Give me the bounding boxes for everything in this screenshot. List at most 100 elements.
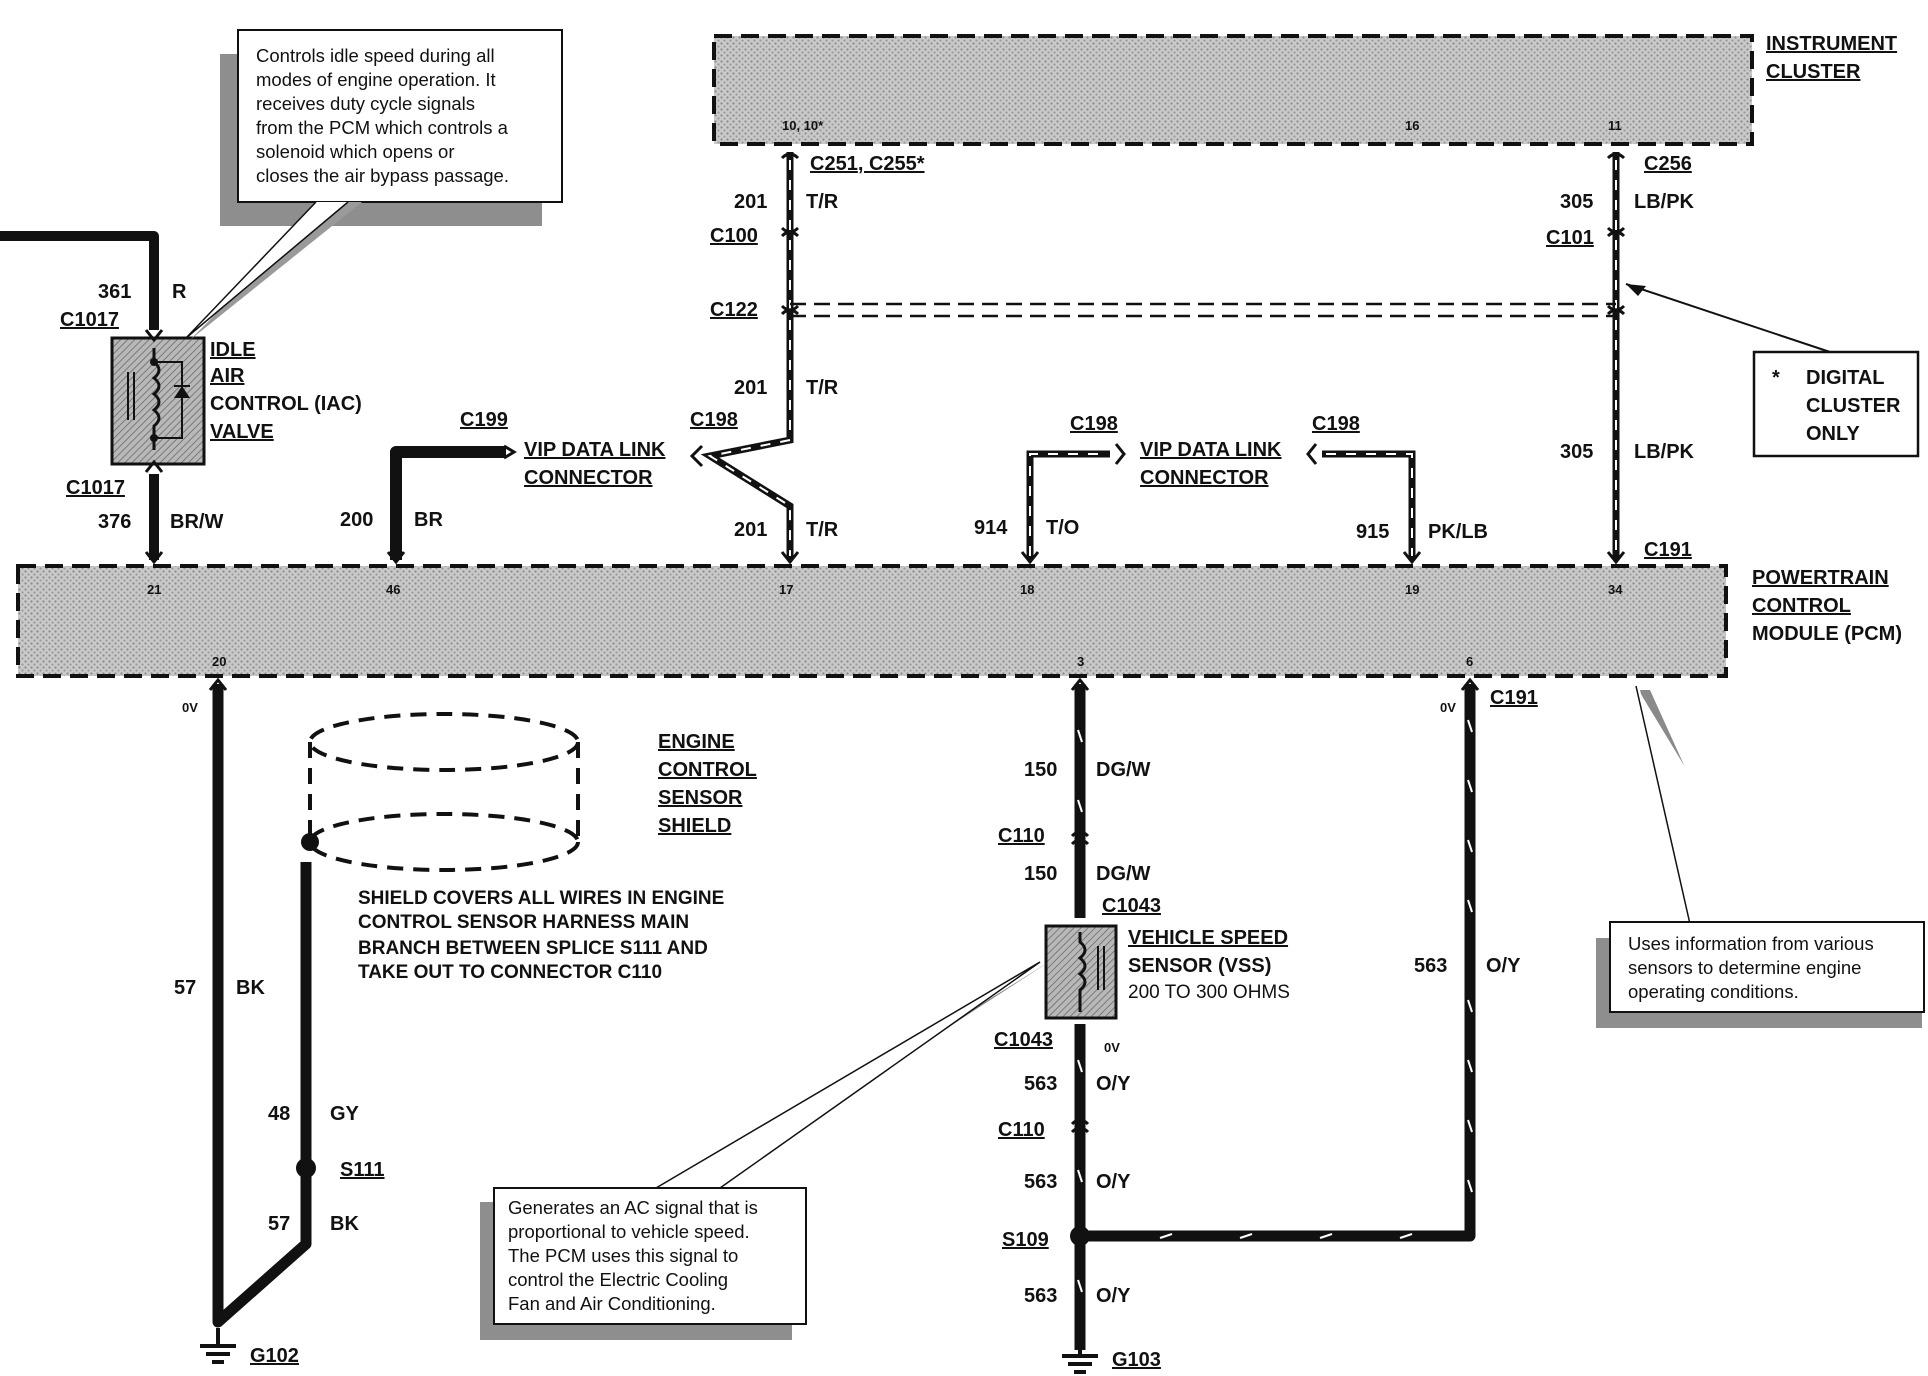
tick	[1467, 779, 1473, 793]
wire-563-color-4: O/Y	[1486, 955, 1521, 977]
digital-line-1: DIGITAL	[1806, 367, 1885, 389]
wire-ticks	[1077, 719, 1473, 1293]
vss-name-2: SENSOR (VSS)	[1128, 955, 1271, 977]
iac-note-line-6: closes the air bypass passage.	[256, 165, 509, 186]
pcm-note-line-2: sensors to determine engine	[1628, 957, 1861, 978]
pcm-pin-3: 3	[1077, 654, 1084, 669]
callout-pointer	[655, 961, 1041, 1189]
splice-s111: S111	[340, 1159, 385, 1181]
iac-note-line-5: solenoid which opens or	[256, 141, 455, 162]
wire-201-color-3: T/R	[806, 519, 839, 541]
wire-305-number-1: 305	[1560, 191, 1593, 213]
pcm-pin-arrows	[144, 551, 1626, 691]
tick	[1239, 1233, 1253, 1239]
cap	[780, 152, 800, 160]
wire-305-color-1: LB/PK	[1634, 191, 1695, 213]
connector-c122: C122	[710, 299, 758, 321]
pcm: 21 46 17 18 19 34 20 3 6 POWERTRAIN CONT…	[16, 564, 1902, 678]
wire-150-color-1: DG/W	[1096, 759, 1151, 781]
iac-diode-loop	[154, 361, 183, 439]
callout-box	[237, 29, 563, 203]
vss-note-callout: Generates an AC signal that is proportio…	[480, 960, 1052, 1340]
wire-361-color: R	[172, 281, 187, 303]
iac-pin-arrow	[144, 329, 164, 343]
wire-150-number-2: 150	[1024, 863, 1057, 885]
cap	[1070, 838, 1090, 846]
iac-note-line-4: from the PCM which controls a	[256, 117, 509, 138]
cap	[1606, 230, 1626, 238]
cap	[1306, 443, 1318, 465]
connector-c1043-bottom: C1043	[994, 1029, 1053, 1051]
pin-arrow	[1020, 551, 1040, 565]
iac-note-line-3: receives duty cycle signals	[256, 93, 475, 114]
vip-right-line-2: CONNECTOR	[1140, 467, 1269, 489]
connector-c191-top: C191	[1644, 539, 1692, 561]
pcm-box	[16, 564, 1728, 678]
tick	[1077, 1059, 1083, 1073]
wire-915	[1322, 450, 1416, 560]
pcm-pin-20: 20	[212, 654, 226, 669]
shield-name-1: ENGINE	[658, 731, 735, 753]
voltage-0v-pin20: 0V	[182, 700, 198, 715]
tick	[1159, 1233, 1173, 1239]
tick	[1467, 719, 1473, 733]
tick	[1467, 899, 1473, 913]
wire-563-number-3: 563	[1024, 1285, 1057, 1307]
cap	[780, 230, 800, 238]
connector-c251-text: C251	[810, 153, 858, 175]
cap	[1070, 830, 1090, 838]
vss-coil-icon	[1077, 932, 1087, 1012]
instrument-cluster: 10, 10* 16 11 INSTRUMENT CLUSTER	[712, 33, 1897, 146]
instrument-cluster-title-2: CLUSTER	[1766, 61, 1861, 83]
pcm-note-callout: Uses information from various sensors to…	[1596, 685, 1925, 1028]
wire-57-bk	[212, 684, 312, 1328]
wire-914	[1026, 450, 1110, 560]
iac-note-callout: Controls idle speed during all modes of …	[185, 29, 563, 340]
wire-563-number-1: 563	[1024, 1073, 1057, 1095]
wire-914-color: T/O	[1046, 517, 1079, 539]
pin-arrow	[386, 551, 406, 565]
wire-915-color: PK/LB	[1428, 521, 1488, 543]
connector-c1017-bottom: C1017	[66, 477, 125, 499]
connector-c256: C256	[1644, 153, 1692, 175]
wire-361	[0, 231, 159, 330]
tick	[1077, 799, 1083, 813]
vip-left-line-2: CONNECTOR	[524, 467, 653, 489]
c122-bus	[790, 302, 1616, 318]
diode-icon	[174, 386, 190, 398]
pcm-pin-19: 19	[1405, 582, 1419, 597]
pin-arrow	[1402, 551, 1422, 565]
pcm-pin-6: 6	[1466, 654, 1473, 669]
wire-201-color-1: T/R	[806, 191, 839, 213]
wire-563-color-3: O/Y	[1096, 1285, 1131, 1307]
connector-c198-b: C198	[1070, 413, 1118, 435]
shield-drain-dot	[301, 833, 319, 851]
connector-c251-comma: ,	[858, 153, 869, 175]
wire-200-number: 200	[340, 509, 373, 531]
instrument-cluster-title-1: INSTRUMENT	[1766, 33, 1897, 55]
wire-201-number-2: 201	[734, 377, 767, 399]
splice-s109-dot	[1070, 1226, 1090, 1246]
wire-563-oy	[1080, 684, 1476, 1242]
connector-c1043-top: C1043	[1102, 895, 1161, 917]
pcm-pin-34: 34	[1608, 582, 1623, 597]
ground-g102	[200, 1328, 236, 1364]
pin-arrow	[1070, 677, 1090, 691]
vss-note-line-2: proportional to vehicle speed.	[508, 1221, 750, 1242]
vss-note-line-4: control the Electric Cooling	[508, 1269, 728, 1290]
wire-361-number: 361	[98, 281, 131, 303]
pcm-title-1: POWERTRAIN	[1752, 567, 1889, 589]
callout-pointer	[1635, 685, 1780, 925]
wire-200-color: BR	[414, 509, 443, 531]
connector-c101: C101	[1546, 227, 1594, 249]
wire-57-number-1: 57	[174, 977, 196, 999]
vss-name-1: VEHICLE SPEED	[1128, 927, 1288, 949]
shield-note-1: SHIELD COVERS ALL WIRES IN ENGINE	[358, 888, 724, 909]
wire-914-number: 914	[974, 517, 1008, 539]
pin-arrow	[1460, 677, 1480, 691]
digital-line-3: ONLY	[1806, 423, 1860, 445]
iac-name-1: IDLE	[210, 339, 256, 361]
wire-563-number-4: 563	[1414, 955, 1447, 977]
vss	[1044, 924, 1118, 1020]
data-wire-hatch	[707, 160, 1617, 556]
